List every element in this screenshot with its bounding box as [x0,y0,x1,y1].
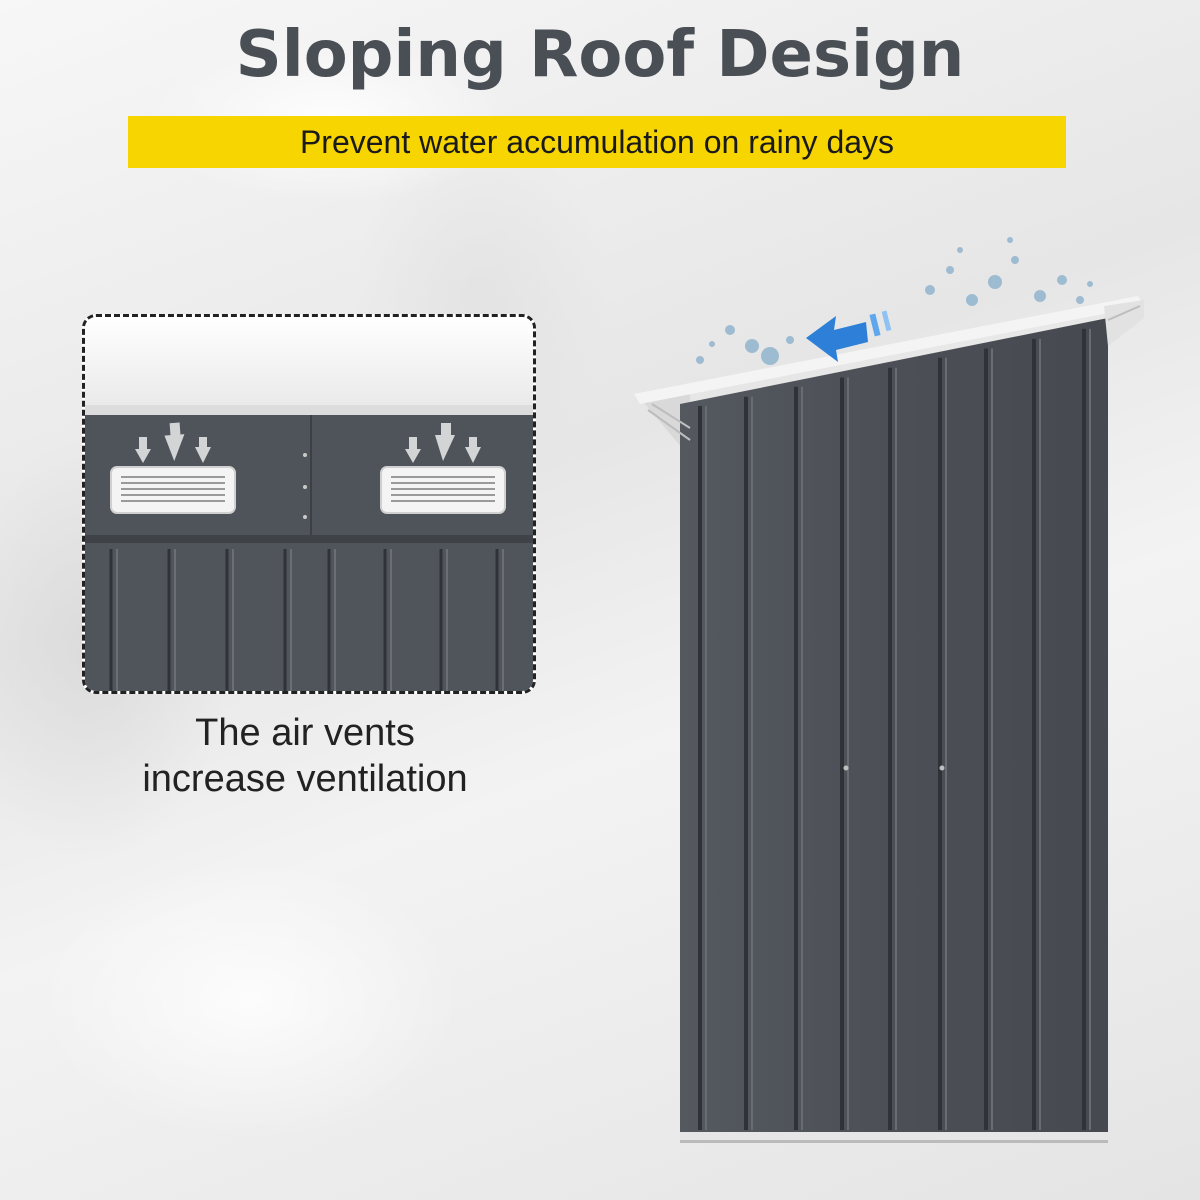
banner-text: Prevent water accumulation on rainy days [299,123,895,160]
subtitle-banner: Prevent water accumulation on rainy days [128,116,1066,168]
vent-detail-inset [82,314,536,694]
water-splash-icon [696,237,1093,365]
vent-caption: The air vents increase ventilation [100,710,510,802]
vent-airflow-arrows-icon [135,422,481,463]
page-title: Sloping Roof Design [235,18,965,92]
vent-right [380,466,506,514]
sloped-roof [634,296,1144,404]
caption-line-2: increase ventilation [142,758,468,800]
left-arrow-icon [806,310,892,362]
caption-line-1: The air vents [195,712,415,754]
vent-left [110,466,236,514]
